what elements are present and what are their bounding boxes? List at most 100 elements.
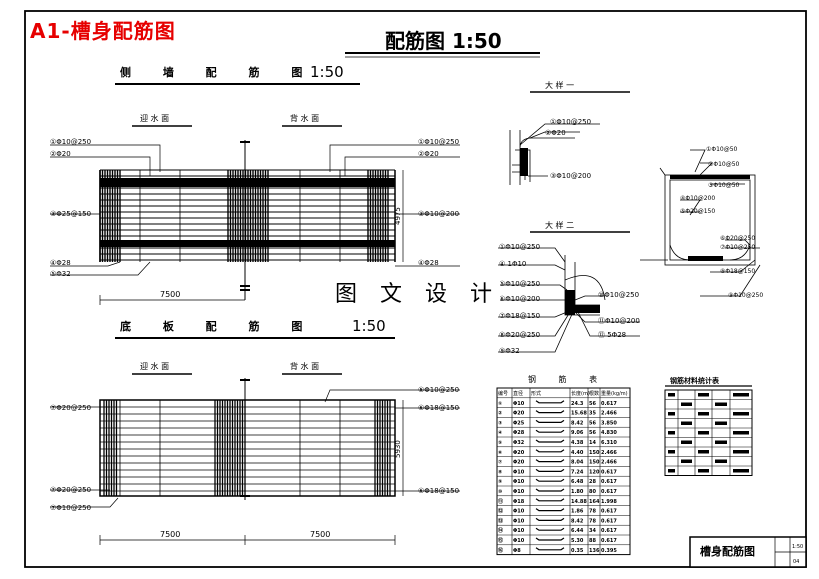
schedule-cell: 0.617 — [601, 528, 617, 534]
wall-label-r1: ①Φ10@250 — [418, 138, 459, 146]
section-label-9: ⑨Φ10@250 — [728, 292, 763, 299]
schedule-cell: 0.617 — [601, 509, 617, 515]
detail1-label-3: ③Φ10@200 — [550, 172, 591, 180]
floor-scale: 1:50 — [352, 317, 386, 335]
detail1-label-2: ②Φ20 — [545, 129, 566, 137]
schedule-cell: 8.04 — [571, 460, 584, 466]
schedule-cell: Φ20 — [513, 450, 525, 456]
bar-shape-icon — [535, 449, 565, 453]
schedule-cell: ⑤ — [498, 440, 502, 446]
floor-dim-2: 7500 — [310, 530, 330, 539]
floor-dim-1: 7500 — [160, 530, 180, 539]
schedule-cell: Φ8 — [513, 548, 521, 554]
detail2-title: 大 样 二 — [545, 220, 574, 230]
bar-shape-icon — [535, 537, 565, 541]
schedule-cell: 2.466 — [601, 411, 617, 417]
schedule-cell: 88 — [589, 538, 596, 544]
wall-reinforcement-view: 侧 墙 配 筋 图 1:50 迎 水 面 背 水 面 ①Φ10@250 ②Φ20… — [50, 63, 460, 305]
floor-label-l2: ⑦Φ20@250 — [50, 486, 91, 494]
wall-label-r3: ③Φ10@200 — [418, 210, 459, 218]
schedule-cell: ② — [498, 411, 502, 417]
schedule-cell: 3.850 — [601, 420, 617, 426]
bar-shape-icon — [535, 419, 565, 423]
schedule-cell: 24.3 — [571, 401, 584, 407]
floor-label-r3: ⑥Φ18@150 — [418, 487, 459, 495]
detail1-label-1: ①Φ10@250 — [550, 118, 591, 126]
section-label-5: ⑤Φ20@150 — [680, 208, 715, 215]
schedule-cell: ① — [498, 401, 502, 407]
detail2-label-1: ①Φ10@250 — [499, 243, 540, 251]
schedule-cell: Φ10 — [513, 518, 525, 524]
schedule-header: 根数 — [589, 390, 599, 397]
section-label-2: ②Φ10@50 — [708, 161, 740, 168]
schedule-cell: Φ20 — [513, 411, 525, 417]
schedule-cell: 56 — [589, 430, 596, 436]
schedule-cell: 1.998 — [601, 499, 617, 505]
schedule-cell: ⑭ — [498, 527, 503, 534]
wall-bar-grid — [99, 169, 396, 262]
schedule-cell: 120 — [589, 469, 600, 475]
wall-scale: 1:50 — [310, 63, 344, 81]
main-title: 配筋图 1:50 — [385, 29, 502, 53]
floor-dim-height: 5930 — [394, 440, 402, 458]
schedule-cell: 0.35 — [571, 548, 584, 554]
wall-dim-width: 7500 — [160, 290, 180, 299]
schedule-cell: 2.466 — [601, 460, 617, 466]
schedule-cell: 80 — [589, 489, 596, 495]
schedule-cell: 8.42 — [571, 518, 584, 524]
schedule-cell: Φ10 — [513, 538, 525, 544]
schedule-cell: 6.310 — [601, 440, 617, 446]
schedule-cell: ⑧ — [498, 469, 502, 475]
schedule-header: 编号 — [498, 390, 508, 397]
schedule-cell: Φ10 — [513, 489, 525, 495]
schedule-cell: Φ32 — [513, 440, 525, 446]
schedule-cell: 0.617 — [601, 538, 617, 544]
schedule-cell: ⑯ — [498, 547, 503, 554]
bar-shape-icon — [535, 527, 565, 531]
schedule-header: 形式 — [531, 390, 541, 397]
floor-label-r2: ⑥Φ18@150 — [418, 404, 459, 412]
bar-shape-icon — [535, 547, 565, 551]
schedule-cell: 150 — [589, 460, 600, 466]
schedule-cell: ⑦ — [498, 460, 502, 466]
floor-label-l3: ⑦Φ10@250 — [50, 504, 91, 512]
wall-label-l2: ②Φ20 — [50, 150, 71, 158]
schedule-cell: 0.617 — [601, 469, 617, 475]
wall-label-l4: ④Φ28 — [50, 259, 71, 267]
wall-face-back: 背 水 面 — [290, 113, 319, 123]
summary-title: 钢筋材料统计表 — [670, 376, 720, 385]
schedule-cell: ④ — [498, 430, 502, 436]
schedule-cell: 0.617 — [601, 518, 617, 524]
schedule-header: 直径 — [513, 390, 523, 397]
schedule-cell: 35 — [589, 411, 596, 417]
schedule-cell: Φ10 — [513, 479, 525, 485]
schedule-cell: 7.24 — [571, 469, 584, 475]
detail2-label-8: ⑩Φ10@250 — [598, 291, 639, 299]
schedule-cell: 28 — [589, 479, 596, 485]
schedule-cell: Φ28 — [513, 430, 525, 436]
wall-face-in: 迎 水 面 — [140, 113, 169, 123]
schedule-cell: ⑨ — [498, 479, 502, 485]
schedule-cell: 9.06 — [571, 430, 584, 436]
schedule-cell: 5.30 — [571, 538, 584, 544]
cross-section: ①Φ10@50 ②Φ10@50 ③Φ10@50 ④Φ10@200 ⑤Φ20@15… — [640, 146, 763, 299]
schedule-cell: 1.80 — [571, 489, 584, 495]
watermark: 图 文 设 计 — [335, 276, 500, 308]
bar-shape-icon — [535, 478, 565, 482]
schedule-cell: 150 — [589, 450, 600, 456]
bar-shape-icon — [535, 498, 565, 502]
bar-shape-icon — [535, 517, 565, 521]
detail2-label-9: ⑪Φ10@200 — [598, 317, 640, 325]
schedule-cell: 4.38 — [571, 440, 584, 446]
bar-shape-icon — [535, 429, 565, 433]
bar-shape-icon — [535, 410, 565, 414]
bar-shape-icon — [535, 488, 565, 492]
sheet-title: A1-槽身配筋图 — [30, 19, 176, 43]
title-block-scale: 1:50 — [792, 544, 803, 550]
section-label-3: ③Φ10@50 — [708, 182, 740, 189]
schedule-cell: 4.830 — [601, 430, 617, 436]
schedule-cell: 78 — [589, 509, 596, 515]
section-label-6: ⑥Φ20@250 — [720, 235, 755, 242]
